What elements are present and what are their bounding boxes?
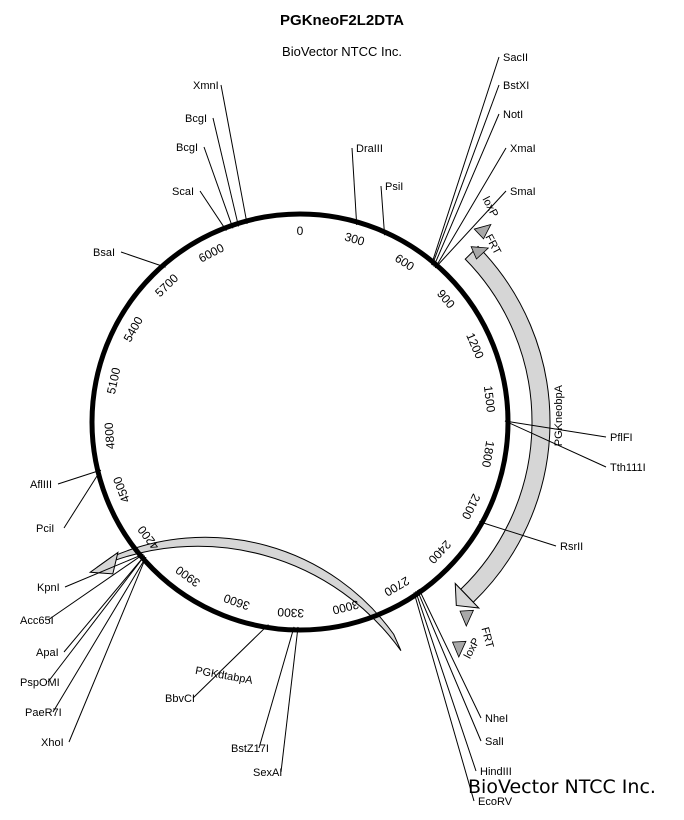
tick-label: 3900 [173, 563, 203, 590]
site-leader-line [63, 555, 145, 653]
site-label: BstXI [503, 80, 529, 92]
site-leader-line [413, 592, 475, 802]
site-leader-line [203, 146, 234, 229]
site-label: XmaI [510, 143, 536, 155]
plasmid-name: PGKneoF2L2DTA [280, 12, 404, 29]
tick-label: 2100 [459, 492, 484, 522]
feature-label: PGKneobpA [553, 384, 565, 446]
feature-marker [473, 223, 492, 240]
feature-arc-body [460, 245, 551, 603]
site-leader-line [431, 84, 500, 266]
site-label: BcgI [185, 113, 207, 125]
tick-label: 1200 [463, 331, 487, 361]
site-leader-line [120, 251, 166, 268]
site-label: BsaI [93, 247, 115, 259]
tick-label: 2400 [425, 537, 454, 566]
watermark: BioVector NTCC Inc. [468, 776, 656, 798]
site-label: EcoRV [478, 796, 513, 808]
site-label: NotI [503, 109, 523, 121]
site-label: Acc65I [20, 615, 54, 627]
feature-marker [470, 246, 490, 260]
site-label: Tth111I [610, 462, 646, 474]
feature-arrowhead [454, 582, 481, 609]
site-label: DraIII [356, 143, 383, 155]
site-label: PspOMI [20, 677, 60, 689]
feature-marker [459, 609, 475, 627]
site-label: BbvCI [165, 693, 195, 705]
site-leader-line [504, 420, 607, 438]
site-label: ApaI [36, 647, 59, 659]
site-leader-line [351, 147, 358, 226]
site-label: SacII [503, 52, 528, 64]
site-leader-line [63, 469, 102, 529]
site-leader-line [433, 113, 500, 267]
tick-label: 4800 [102, 422, 118, 450]
tick-label: 1500 [481, 385, 498, 414]
site-label: XhoI [41, 737, 64, 749]
tick-label: 4500 [110, 474, 133, 504]
site-label: SmaI [510, 186, 536, 198]
tick-label: 600 [392, 251, 417, 274]
tick-label: 0 [297, 224, 304, 238]
site-leader-line [504, 420, 607, 468]
site-leader-line [415, 591, 477, 772]
site-leader-line [220, 84, 248, 225]
site-label: PflFI [610, 432, 633, 444]
site-leader-line [47, 553, 144, 621]
site-leader-line [280, 626, 299, 773]
tick-label: 2700 [381, 574, 411, 600]
site-leader-line [479, 521, 557, 547]
site-leader-line [64, 553, 144, 588]
site-leader-line [434, 147, 507, 269]
tick-label: 900 [434, 287, 458, 312]
site-leader-line [416, 589, 482, 742]
restriction-sites: SacII BstXI NotI XmaI SmaI DraIII PsiI XmnI BcgI… [20, 52, 646, 808]
tick-label: 3300 [277, 605, 305, 620]
site-label: BcgI [176, 142, 198, 154]
site-label: BstZ17I [231, 743, 269, 755]
site-label: KpnI [37, 582, 60, 594]
tick-label: 300 [343, 230, 367, 249]
feature-arrowhead [88, 551, 119, 575]
tick-label: 5700 [152, 271, 181, 300]
site-label: AflIII [30, 479, 52, 491]
site-label: ScaI [172, 186, 194, 198]
site-label: XmnI [193, 80, 219, 92]
site-label: PsiI [385, 181, 403, 193]
tick-label: 6000 [196, 240, 226, 265]
company-subtitle: BioVector NTCC Inc. [282, 44, 402, 59]
site-leader-line [380, 185, 386, 236]
site-leader-line [52, 556, 147, 713]
site-label: RsrII [560, 541, 583, 553]
site-leader-line [68, 557, 147, 743]
feature-label: loxP [462, 636, 483, 661]
tick-label: 1800 [479, 440, 497, 469]
site-label: PciI [36, 523, 54, 535]
site-leader-line [57, 469, 101, 485]
site-label: NheI [485, 713, 508, 725]
site-leader-line [192, 624, 269, 699]
feature-marker [451, 640, 467, 658]
feature-label: FRT [482, 232, 503, 257]
site-leader-line [47, 555, 145, 683]
site-label: SexAI [253, 767, 282, 779]
tick-label: 5400 [121, 314, 146, 344]
site-label: SalI [485, 736, 504, 748]
site-leader-line [212, 117, 240, 227]
tick-label: 3600 [221, 591, 251, 613]
site-leader-line [418, 588, 482, 719]
tick-label: 3000 [331, 597, 361, 617]
site-leader-line [199, 190, 227, 231]
feature-label: FRT [479, 626, 496, 650]
site-leader-line [430, 56, 500, 265]
site-leader-line [434, 190, 507, 269]
tick-label: 5100 [104, 366, 124, 395]
site-leader-line [258, 626, 295, 749]
site-label: HindIII [480, 766, 512, 778]
site-label: PaeR7I [25, 707, 62, 719]
